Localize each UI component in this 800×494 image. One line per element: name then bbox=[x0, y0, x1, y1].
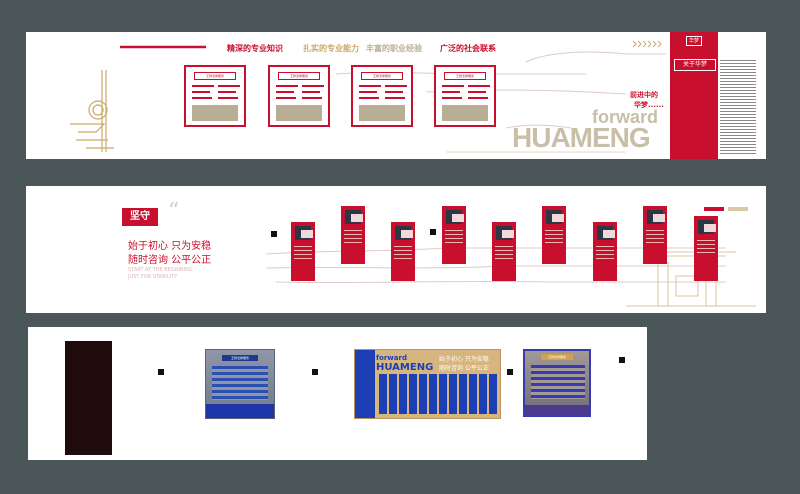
middle-wall-panel: “ 坚守 始于初心 只为安稳 随时咨询 公平公正 START AT THE BE… bbox=[26, 186, 766, 313]
top-wall-panel: 精深的专业知识 扎实的专业能力 丰富的职业经验 广泛的社会联系 王牌法律服务 王… bbox=[26, 32, 766, 159]
brand-slogan-2: 随时咨询 公平公正 bbox=[439, 365, 489, 372]
screen-title: 王牌法律服务 bbox=[222, 355, 258, 361]
huameng-cn-label: 华梦...... bbox=[634, 101, 664, 109]
brand-huameng: HUAMENG bbox=[376, 362, 434, 373]
advancing-label: 前进中的 bbox=[630, 91, 658, 99]
lawyer-banner bbox=[291, 222, 315, 281]
lawyer-banner bbox=[593, 222, 617, 281]
marker-dot bbox=[158, 369, 164, 375]
service-card-title: 王牌法律服务 bbox=[278, 72, 320, 80]
door bbox=[65, 341, 112, 455]
marker-dot bbox=[619, 357, 625, 363]
service-card-title: 王牌法律服务 bbox=[444, 72, 486, 80]
about-text-block bbox=[720, 60, 756, 155]
service-card-4: 王牌法律服务 bbox=[434, 65, 496, 127]
logo-icon: 华梦 bbox=[686, 36, 702, 46]
marker-dot bbox=[271, 231, 277, 237]
lawyer-banner bbox=[442, 206, 466, 264]
huameng-text: HUAMENG bbox=[512, 122, 651, 153]
lawyer-banner bbox=[643, 206, 667, 264]
bottom-wall-panel: 王牌法律服务 forward HUAMENG 始于初心 只为安稳 随时咨询 公平… bbox=[28, 327, 647, 460]
top-right-mark-2 bbox=[728, 207, 748, 211]
slogan-3: 丰富的职业经验 bbox=[366, 44, 422, 53]
service-card-title: 王牌法律服务 bbox=[361, 72, 403, 80]
screen-title: 王牌法律服务 bbox=[541, 354, 573, 360]
staff-grid bbox=[379, 374, 497, 414]
marker-dot bbox=[312, 369, 318, 375]
service-card-title: 王牌法律服务 bbox=[194, 72, 236, 80]
top-right-mark bbox=[704, 207, 724, 211]
brand-slogan-1: 始于初心 只为安稳 bbox=[439, 356, 489, 363]
service-card-2: 王牌法律服务 bbox=[268, 65, 330, 127]
about-panel: 华梦 关于华梦 bbox=[670, 32, 718, 159]
brand-strip bbox=[355, 350, 375, 418]
motto-sub-2: JUST FOR STABILITY bbox=[128, 274, 178, 280]
display-screen-2: forward HUAMENG 始于初心 只为安稳 随时咨询 公平公正 bbox=[354, 349, 501, 419]
lawyer-banner bbox=[694, 216, 718, 281]
lawyer-banner bbox=[542, 206, 566, 264]
motto-sub-1: START AT THE BEGINNING bbox=[128, 267, 193, 273]
about-title: 关于华梦 bbox=[674, 59, 716, 71]
decorative-lines bbox=[70, 40, 666, 153]
motto-line-2: 随时咨询 公平公正 bbox=[128, 255, 212, 266]
slogan-1: 精深的专业知识 bbox=[227, 44, 283, 53]
slogan-2: 扎实的专业能力 bbox=[303, 44, 359, 53]
slogan-4: 广泛的社会联系 bbox=[440, 44, 496, 53]
forward-text: forward bbox=[592, 107, 659, 127]
badge: 坚守 bbox=[122, 208, 158, 226]
lawyer-banner bbox=[341, 206, 365, 264]
brand-forward: forward bbox=[376, 354, 407, 362]
service-card-1: 王牌法律服务 bbox=[184, 65, 246, 127]
service-card-3: 王牌法律服务 bbox=[351, 65, 413, 127]
display-screen-3: 王牌法律服务 bbox=[523, 349, 591, 417]
lawyer-banner bbox=[492, 222, 516, 281]
svg-text:“: “ bbox=[168, 199, 179, 224]
marker-dot bbox=[430, 229, 436, 235]
marker-dot bbox=[507, 369, 513, 375]
lawyer-banner bbox=[391, 222, 415, 281]
motto-line-1: 始于初心 只为安稳 bbox=[128, 241, 212, 252]
display-screen-1: 王牌法律服务 bbox=[205, 349, 275, 419]
